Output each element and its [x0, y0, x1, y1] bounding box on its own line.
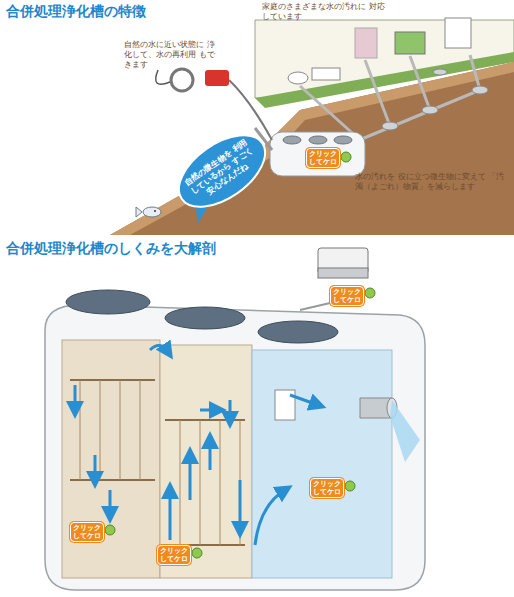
- annotation: 家庭のさまざまな水の汚れに 対応しています: [262, 2, 387, 22]
- chamber-2: [160, 345, 252, 578]
- click-button: クリック してケロ: [70, 522, 104, 542]
- toilet: [288, 72, 308, 84]
- tank-body: [45, 305, 425, 590]
- fixture: [395, 32, 425, 54]
- flow-arrows: [75, 345, 318, 545]
- water-spray: [390, 400, 420, 462]
- media-grid: [80, 380, 240, 545]
- frog-icon: [105, 152, 375, 558]
- click-button: クリック してケロ: [310, 478, 344, 498]
- fish-eye: [154, 210, 156, 212]
- manholes: [382, 69, 488, 130]
- button-text: クリック してケロ: [159, 547, 189, 563]
- click-button: クリック してケロ: [330, 286, 364, 306]
- chamber-1: [62, 340, 160, 578]
- tank-top: [270, 132, 365, 176]
- annotation: 自然の水に近い状態に 浄化して、水の再利用 もできます: [124, 40, 216, 70]
- fixture: [355, 28, 377, 58]
- blower-base: [318, 268, 368, 278]
- power-cord: [156, 70, 170, 84]
- click-button: クリック してケロ: [306, 148, 340, 168]
- filter-media: [70, 380, 245, 545]
- fixture: [445, 18, 471, 48]
- button-text: クリック してケロ: [332, 288, 362, 304]
- fish: [143, 207, 161, 217]
- section-heading: 合併処理浄化槽のしくみを大解剖: [6, 240, 216, 258]
- tank-lids: [283, 136, 352, 144]
- hose-coil: [171, 69, 193, 91]
- fish-tail: [136, 207, 142, 217]
- button-text: クリック してケロ: [312, 480, 342, 496]
- manhole-lids: [66, 290, 338, 343]
- chamber-3: [252, 350, 392, 578]
- air-hose: [229, 80, 272, 140]
- ground-top: [110, 62, 514, 235]
- button-text: クリック してケロ: [308, 150, 338, 166]
- annotation: 水の汚れを 役に立つ微生物に変えて 「汚濁（よごれ）物質」を減らします: [355, 172, 505, 192]
- diagram-title: 合併処理浄化槽の特徴: [6, 3, 146, 21]
- button-text: クリック してケロ: [72, 524, 102, 540]
- click-button: クリック してケロ: [157, 545, 191, 565]
- blower: [205, 70, 229, 86]
- ground: [110, 62, 514, 235]
- bathtub: [312, 68, 340, 80]
